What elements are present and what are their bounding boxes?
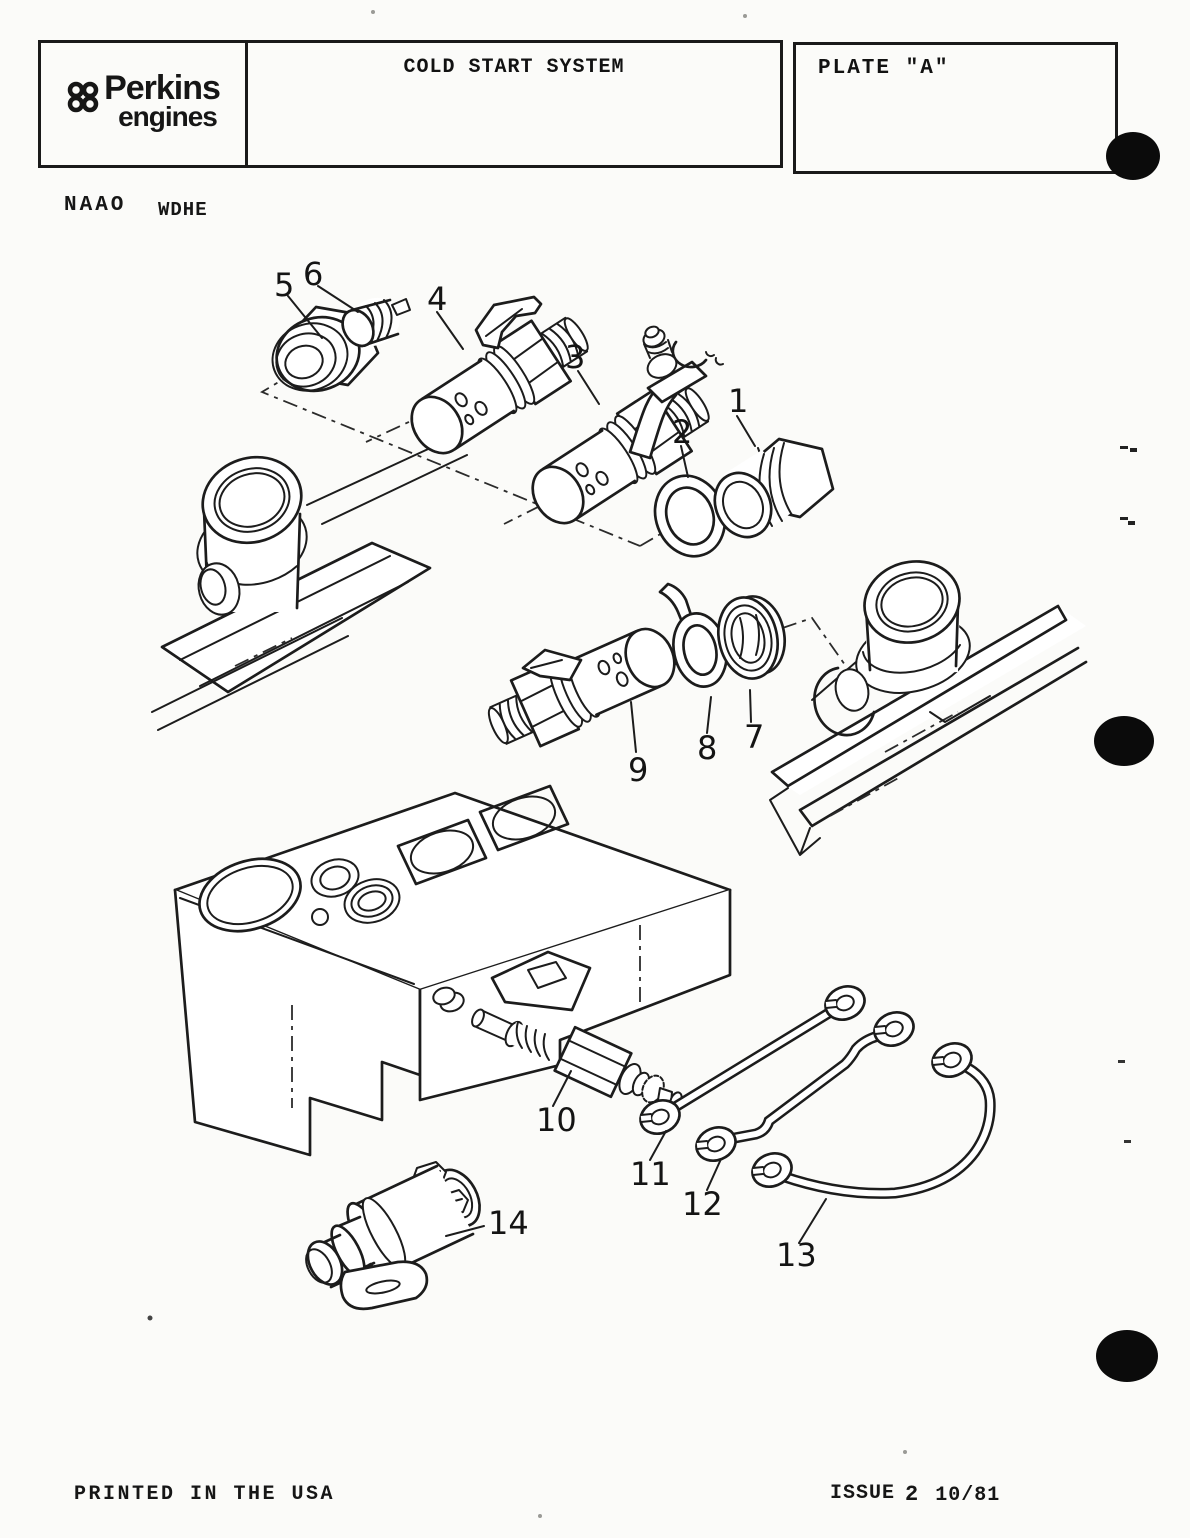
engine-code-2: WDHE xyxy=(158,199,208,221)
part-6-plug-screw xyxy=(341,297,411,348)
centerlines xyxy=(259,355,851,1018)
four-rings-logo-icon xyxy=(67,81,99,113)
issue-number: 2 xyxy=(905,1482,920,1507)
brand-text: Perkins engines xyxy=(104,69,221,132)
punch-hole-middle xyxy=(1094,716,1154,766)
perkins-logo: Perkins engines xyxy=(66,69,221,132)
callout-7: 7 xyxy=(744,718,764,756)
punch-holes xyxy=(1094,132,1160,1382)
callout-3: 3 xyxy=(565,338,585,376)
issue-date: 10/81 xyxy=(935,1484,1001,1507)
callout-11: 11 xyxy=(630,1155,671,1193)
page-title: COLD START SYSTEM xyxy=(403,56,625,79)
part-14-solenoid xyxy=(305,1161,481,1311)
manifold-left xyxy=(151,437,468,731)
callout-8: 8 xyxy=(697,729,717,767)
callouts: 5 6 4 3 2 1 9 8 7 10 11 12 13 14 xyxy=(274,255,827,1274)
engine-code-1: NAAO xyxy=(64,194,127,217)
plate-label: PLATE "A" xyxy=(818,57,950,80)
part-10-glow-plug xyxy=(471,1008,683,1109)
callout-13: 13 xyxy=(776,1236,817,1274)
brand-cell: Perkins engines xyxy=(41,43,248,165)
issue-line: ISSUE 2 10/81 xyxy=(830,1480,1001,1507)
callout-1: 1 xyxy=(728,382,748,420)
title-cell: COLD START SYSTEM xyxy=(248,43,780,165)
brand-line2: engines xyxy=(118,100,218,132)
header-box: Perkins engines COLD START SYSTEM xyxy=(38,40,783,168)
part-11-connector-link xyxy=(635,981,869,1140)
part-3-thermostart-bracket xyxy=(517,325,724,540)
callout-12: 12 xyxy=(682,1185,723,1223)
callout-6: 6 xyxy=(303,255,323,293)
callout-5: 5 xyxy=(274,266,294,304)
printed-in-usa: PRINTED IN THE USA xyxy=(74,1483,336,1506)
plate-box: PLATE "A" xyxy=(793,42,1118,174)
part-5-adaptor xyxy=(271,305,380,393)
part-4-thermostart-lever xyxy=(396,295,603,470)
callout-9: 9 xyxy=(628,751,648,789)
callout-14: 14 xyxy=(488,1204,529,1242)
callout-2: 2 xyxy=(672,413,692,451)
part-1-plug xyxy=(713,437,835,539)
part-9-thermostart xyxy=(476,614,688,763)
brand-line1: Perkins xyxy=(104,69,221,107)
part-7-adaptor-ring xyxy=(717,595,786,680)
punch-hole-bottom xyxy=(1096,1330,1158,1382)
manifold-right xyxy=(769,560,1088,856)
scan-artifacts xyxy=(147,10,1137,1518)
callout-4: 4 xyxy=(427,280,447,318)
callout-10: 10 xyxy=(536,1101,577,1139)
part-13-connector-link xyxy=(747,1038,996,1199)
part-12-connector-link xyxy=(691,1007,918,1167)
issue-label: ISSUE xyxy=(830,1482,896,1505)
part-2-washer xyxy=(653,474,727,558)
part-8-tab-washer xyxy=(658,582,728,688)
cylinder-head-block xyxy=(173,784,732,1157)
